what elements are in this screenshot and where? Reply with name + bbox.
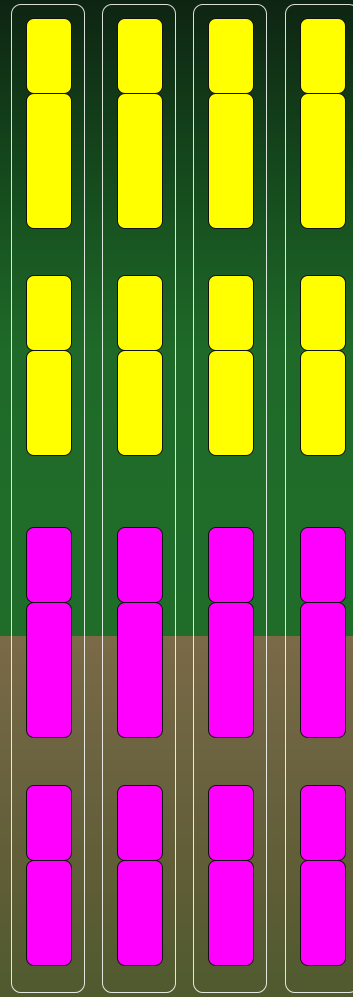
magenta-block-large[interactable] — [117, 860, 163, 966]
yellow-block-large[interactable] — [300, 350, 346, 456]
yellow-block-small[interactable] — [26, 18, 72, 94]
yellow-block-large[interactable] — [300, 93, 346, 229]
magenta-block-large[interactable] — [26, 860, 72, 966]
magenta-block-small[interactable] — [26, 527, 72, 603]
yellow-block-small[interactable] — [208, 275, 254, 351]
magenta-block-large[interactable] — [26, 602, 72, 738]
magenta-block-small[interactable] — [26, 785, 72, 861]
yellow-block-large[interactable] — [26, 350, 72, 456]
magenta-block-small[interactable] — [300, 785, 346, 861]
column-4[interactable] — [285, 4, 353, 993]
yellow-block-small[interactable] — [208, 18, 254, 94]
column-2[interactable] — [102, 4, 176, 993]
magenta-block-large[interactable] — [117, 602, 163, 738]
yellow-block-large[interactable] — [117, 93, 163, 229]
magenta-block-large[interactable] — [208, 602, 254, 738]
column-3[interactable] — [193, 4, 267, 993]
magenta-block-small[interactable] — [117, 785, 163, 861]
yellow-block-small[interactable] — [300, 18, 346, 94]
yellow-block-large[interactable] — [208, 350, 254, 456]
magenta-block-large[interactable] — [300, 602, 346, 738]
column-1[interactable] — [11, 4, 85, 993]
magenta-block-small[interactable] — [208, 527, 254, 603]
yellow-block-small[interactable] — [117, 18, 163, 94]
magenta-block-small[interactable] — [300, 527, 346, 603]
magenta-block-large[interactable] — [208, 860, 254, 966]
magenta-block-small[interactable] — [117, 527, 163, 603]
yellow-block-small[interactable] — [26, 275, 72, 351]
yellow-block-small[interactable] — [117, 275, 163, 351]
magenta-block-small[interactable] — [208, 785, 254, 861]
yellow-block-large[interactable] — [208, 93, 254, 229]
yellow-block-small[interactable] — [300, 275, 346, 351]
magenta-block-large[interactable] — [300, 860, 346, 966]
yellow-block-large[interactable] — [26, 93, 72, 229]
yellow-block-large[interactable] — [117, 350, 163, 456]
